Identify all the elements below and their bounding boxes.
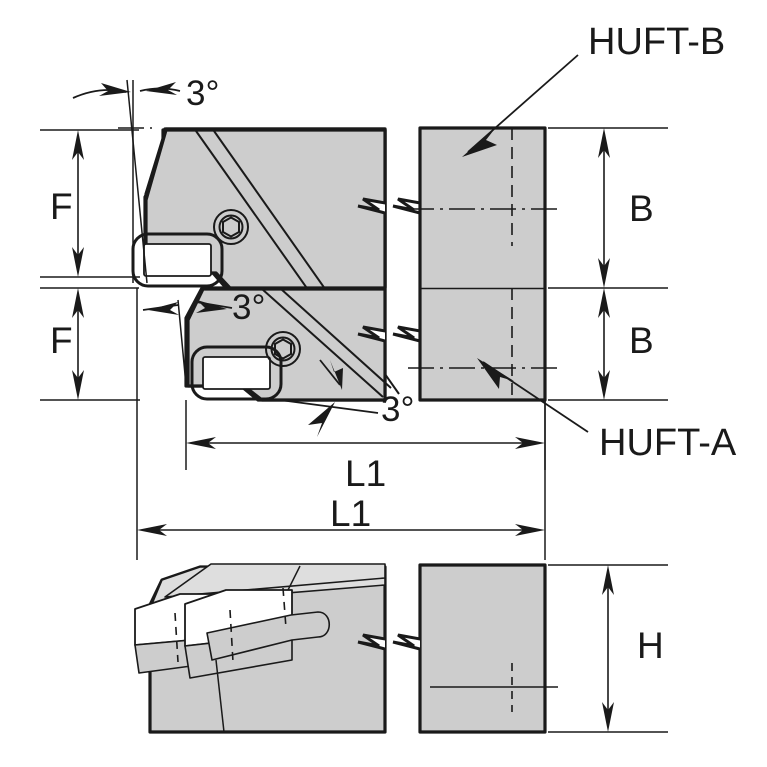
f-upper-arrow-up-icon [72, 130, 84, 160]
upper-screw-hex-socket [222, 216, 240, 238]
angle-middle-ref-line [177, 299, 187, 386]
angle-middle-arrow-right-icon [196, 300, 227, 313]
dimension-label-l1-lower: L1 [330, 493, 372, 534]
groove-line-outer-lower [261, 288, 384, 398]
lower-insert-face [202, 356, 271, 390]
perspective-seam-top [287, 565, 301, 591]
break-right-top [392, 190, 422, 226]
l1-upper-arrow-right-icon [515, 437, 545, 449]
angle-bottom-arrow-icon [308, 402, 335, 437]
f-lower-arrow-up-icon [72, 288, 84, 318]
break-bottom-block-left [392, 626, 422, 662]
perspective-nose-bar [206, 611, 331, 661]
b-upper-arrow-down-icon [598, 258, 610, 288]
f-upper-arrow-down-icon [72, 247, 84, 277]
b-upper-arrow-up-icon [598, 128, 610, 158]
dimension-h-group [548, 564, 668, 733]
angle-middle-group [142, 299, 233, 386]
h-arrow-down-icon [602, 702, 614, 732]
angle-middle-arrow-left-icon [148, 302, 179, 315]
b-lower-arrow-down-icon [598, 370, 610, 400]
callout-leaders-group [462, 54, 589, 433]
perspective-seam-vertical [215, 659, 225, 733]
huft-b-arrow-icon [462, 126, 497, 157]
angle-bottom-inner-leader [319, 359, 341, 386]
angle-bottom-inner-arrow-icon [330, 360, 343, 390]
dimension-f-lower-group [40, 287, 140, 401]
bottom-perspective-view-group [134, 563, 387, 734]
callout-label-huft-b: HUFT-B [588, 21, 726, 63]
upper-hex-screw-group [213, 209, 249, 245]
lower-insert-pocket-group [190, 345, 283, 401]
lower-insert-pocket-outer [190, 345, 283, 401]
dimension-label-b-lower: B [629, 320, 654, 361]
perspective-dash-mid [229, 609, 234, 663]
lower-screw-inner-circle [270, 336, 296, 362]
upper-insert-face [143, 243, 212, 277]
huft-a-arrow-icon [477, 358, 514, 389]
break-left-top [357, 190, 387, 226]
l1-lower-arrow-right-icon [515, 524, 545, 536]
upper-screw-inner-circle [218, 214, 244, 240]
angle-label-bottom: 3° [381, 390, 415, 429]
right-section-block [418, 126, 547, 402]
lower-screw-outer-circle [265, 331, 301, 367]
angle-top-tilted-ref [126, 79, 148, 284]
perspective-top-strip [164, 563, 386, 598]
break-right-bottom [392, 318, 422, 354]
upper-screw-outer-circle [213, 209, 249, 245]
angle-label-top: 3° [186, 74, 220, 113]
right-section-block-group [408, 126, 557, 402]
dimension-label-f-lower: F [50, 320, 73, 361]
dimension-label-f-upper: F [50, 186, 73, 227]
dimension-f-upper-group [40, 129, 140, 278]
l1-upper-arrow-left-icon [186, 437, 216, 449]
bottom-section-block-group [392, 563, 558, 734]
angle-bottom-leader [279, 399, 379, 414]
h-arrow-up-icon [602, 565, 614, 595]
lower-hex-screw-group [265, 331, 301, 367]
break-left-bottom [357, 318, 387, 354]
dimension-b-lower-group [548, 288, 668, 401]
bottom-section-block [418, 563, 547, 734]
angle-top-group [72, 79, 181, 284]
angle-top-arrow-left-icon [99, 83, 131, 96]
l1-lower-arrow-left-icon [137, 524, 167, 536]
angle-top-arrow-right-icon [146, 82, 177, 95]
callout-label-huft-a: HUFT-A [599, 422, 737, 464]
b-lower-arrow-up-icon [598, 288, 610, 318]
dimension-l1-lower-group [136, 288, 546, 560]
dimension-b-upper-group [548, 127, 668, 289]
perspective-dash-right [282, 587, 287, 629]
dimension-label-l1-upper: L1 [345, 453, 387, 494]
groove-line-inner-lower [280, 288, 392, 389]
f-lower-arrow-down-icon [72, 370, 84, 400]
lower-screw-hex-socket [274, 338, 292, 360]
dimension-label-h: H [637, 625, 664, 666]
dimension-label-b-upper: B [629, 188, 654, 229]
break-perspective-right [357, 626, 387, 662]
angle-label-middle: 3° [232, 288, 266, 327]
angle-bottom-group [279, 359, 379, 437]
